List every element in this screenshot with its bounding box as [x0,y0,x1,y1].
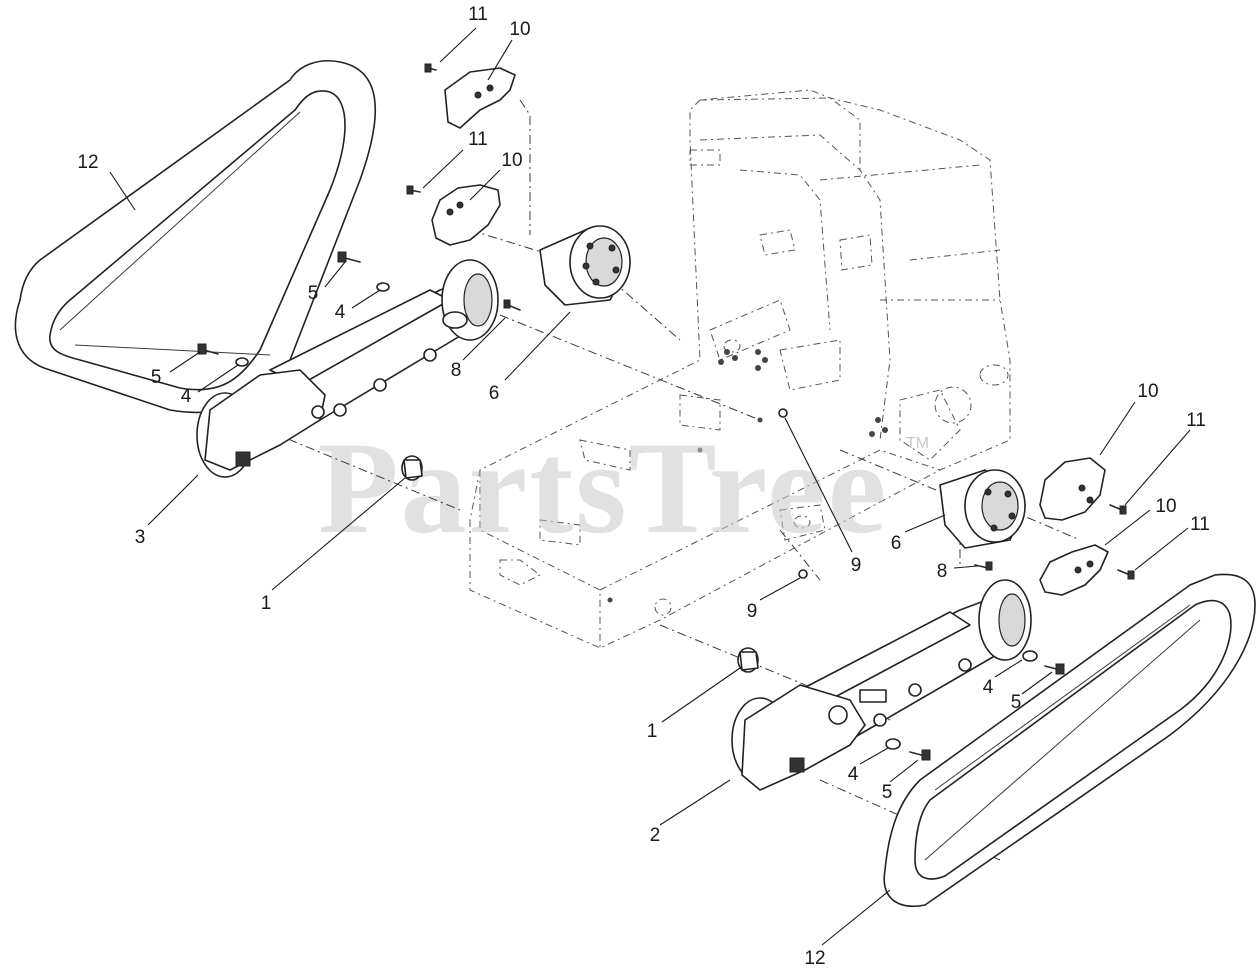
callout-3: 3 [135,527,146,548]
callout-12: 12 [804,948,825,969]
chassis-frame-phantom [469,89,1011,649]
callout-6: 6 [489,383,500,404]
callout-5: 5 [308,283,319,304]
right-spacer [737,647,759,673]
right-sprocket-upper [1039,457,1106,521]
callout-11: 11 [468,129,488,150]
right-track-belt [883,573,1256,907]
callout-4: 4 [848,764,859,785]
right-sprocket-lower [1039,544,1109,596]
callout-labels: 11 10 12 11 10 5 4 5 4 8 6 3 1 9 10 11 1… [77,4,1209,969]
left-drive-motor [539,225,631,306]
watermark-tm: TM [906,435,929,452]
callout-2: 2 [650,825,661,846]
callout-5: 5 [151,367,162,388]
watermark-text: PartsTree [318,414,888,561]
watermark: PartsTree TM [318,414,929,561]
callout-10: 10 [1137,381,1158,402]
callout-10: 10 [501,150,522,171]
right-track-frame [731,579,1032,791]
callout-4: 4 [181,386,192,407]
callout-8: 8 [937,561,948,582]
left-track-belt [14,60,377,414]
callout-12: 12 [77,152,98,173]
left-sprocket-upper [444,67,516,129]
left-fasteners [197,63,788,418]
callout-5: 5 [1011,692,1022,713]
callout-9: 9 [747,601,758,622]
right-drive-motor [939,469,1026,549]
callout-11: 11 [1186,410,1206,431]
callout-6: 6 [891,533,902,554]
callout-11: 11 [1190,514,1210,535]
callout-1: 1 [261,593,272,614]
callout-8: 8 [451,360,462,381]
callout-10: 10 [509,19,530,40]
callout-5: 5 [882,782,893,803]
callout-11: 11 [468,4,488,25]
callout-4: 4 [335,302,346,323]
left-spacer [401,455,423,481]
frame-detail-holes [607,349,888,603]
left-sprocket-lower [431,184,501,246]
callout-1: 1 [647,721,658,742]
leader-lines [109,27,1191,946]
left-track-frame [196,259,499,478]
callout-10: 10 [1155,496,1176,517]
right-fasteners [798,504,1135,761]
callout-4: 4 [983,677,994,698]
callout-9: 9 [851,555,862,576]
